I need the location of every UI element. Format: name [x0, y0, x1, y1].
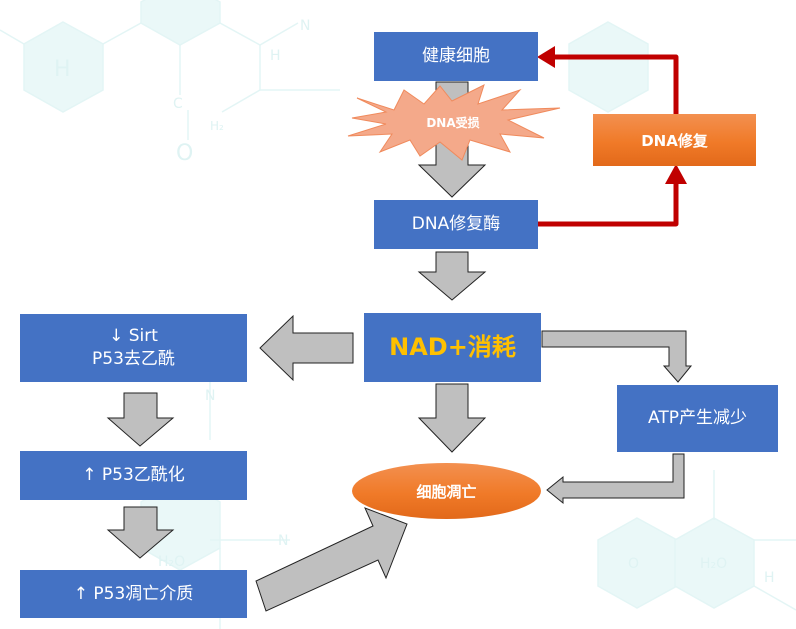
bg-label: H₂ [210, 119, 224, 133]
bg-label: N [278, 533, 288, 549]
bg-label: N [300, 18, 310, 34]
bg-label: O [628, 556, 639, 572]
node-healthy-cell-label: 健康细胞 [422, 46, 490, 67]
arrow-down-nad-to-apoptosis [417, 383, 487, 453]
node-sirt-line1: ↓ Sirt [109, 326, 158, 347]
bg-label: H₂O [700, 556, 727, 572]
node-p53-acetylation-label: ↑ P53乙酰化 [82, 465, 185, 486]
node-healthy-cell: 健康细胞 [374, 32, 538, 81]
arrow-left-nad-to-sirt [259, 314, 354, 382]
node-apoptosis-label: 细胞凋亡 [416, 482, 477, 501]
bg-bond [102, 22, 142, 45]
arrow-down-acetylation-to-mediator [106, 506, 175, 559]
bg-label: H [270, 48, 281, 64]
red-arrow-repair-to-healthy [552, 54, 679, 114]
arrow-bent-nad-to-atp [541, 330, 693, 383]
red-arrowhead-left [537, 46, 555, 68]
red-arrowhead-up [665, 164, 687, 184]
node-atp-decrease: ATP产生减少 [617, 385, 778, 452]
bg-label: H [54, 57, 71, 82]
node-dna-repair-enzyme-label: DNA修复酶 [411, 214, 501, 235]
arrow-bent-atp-to-apoptosis [546, 453, 685, 505]
arrow-down-sirt-to-acetylation [106, 392, 175, 447]
node-p53-acetylation: ↑ P53乙酰化 [20, 451, 247, 500]
dna-damage-burst [347, 84, 561, 161]
arrow-down-enzyme-to-nad [417, 251, 487, 301]
node-p53-apoptosis-mediator: ↑ P53凋亡介质 [20, 570, 247, 618]
bg-bond [753, 585, 796, 611]
node-sirt: ↓ Sirt P53去乙酰 [20, 314, 247, 382]
bg-label: O [176, 141, 193, 166]
node-dna-repair-enzyme: DNA修复酶 [374, 200, 538, 249]
bg-label: H₂O [158, 554, 185, 570]
node-p53-apoptosis-mediator-label: ↑ P53凋亡介质 [73, 583, 194, 604]
bg-label: C [173, 96, 183, 112]
bg-bond [0, 29, 25, 45]
node-sirt-line2: P53去乙酰 [92, 349, 175, 369]
node-atp-decrease-label: ATP产生减少 [648, 408, 747, 429]
bg-label: N [205, 388, 215, 404]
node-dna-repair: DNA修复 [593, 114, 756, 166]
bg-bond [221, 89, 261, 113]
node-apoptosis: 细胞凋亡 [352, 463, 541, 519]
red-arrow-enzyme-to-repair [538, 182, 679, 227]
node-nad-consumption-label: NAD+消耗 [389, 333, 516, 362]
node-dna-repair-label: DNA修复 [641, 131, 708, 150]
node-dna-damage-label: DNA受损 [426, 116, 480, 130]
arrow-diagonal-mediator-to-apoptosis [255, 507, 408, 612]
bg-label: H [764, 570, 775, 586]
bg-hexagon [568, 21, 649, 113]
node-nad-consumption: NAD+消耗 [364, 313, 541, 382]
